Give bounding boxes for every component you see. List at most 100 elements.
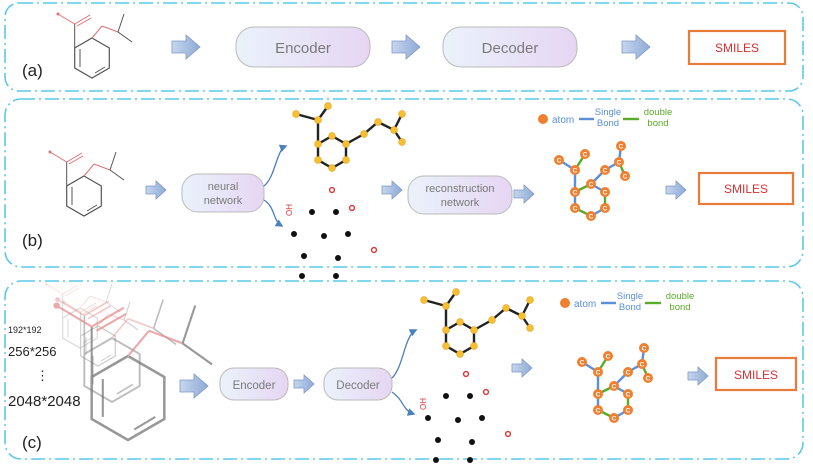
panel-c-atom-dots — [424, 370, 512, 464]
panel-a-decoder-box — [442, 26, 578, 68]
panel-b-legend-single-label-1: Single — [595, 107, 621, 118]
panel-b-legend-single-label-2: Bond — [597, 118, 619, 129]
panel-c-res-256: 256*256 — [8, 344, 56, 359]
panel-b-frame — [4, 98, 804, 268]
graph-atom-node — [600, 187, 610, 197]
graph-atom-node — [577, 357, 587, 367]
panel-c-ellipsis: ⋮ — [36, 368, 49, 383]
graph-atom-node — [637, 359, 647, 369]
panel-b-neural-network-label-1: neural — [208, 181, 239, 193]
panel-c-res-192: 192*192 — [8, 325, 42, 335]
graph-atom-label: C — [573, 168, 578, 175]
graph-atom-label: C — [646, 376, 651, 383]
graph-atom-node — [616, 141, 626, 151]
panel-a-encoder-label: Encoder — [275, 40, 331, 57]
graph-atom-node — [603, 351, 613, 361]
panel-b-arrow-4 — [665, 180, 687, 200]
panel-b-smiles-label: SMILES — [724, 182, 768, 196]
panel-c-encoder-label: Encoder — [233, 380, 276, 392]
panel-c-encoder-box — [219, 367, 289, 401]
graph-atom-label: C — [612, 416, 617, 423]
graph-atom-label: C — [589, 182, 594, 189]
graph-atom-label: C — [612, 384, 617, 391]
panel-c-decoder-box — [323, 367, 393, 401]
graph-atom-node — [600, 165, 610, 175]
panel-c-smiles-box — [714, 356, 798, 392]
graph-atom-label: C — [596, 408, 601, 415]
graph-atom-label: C — [583, 152, 588, 159]
graph-atom-node — [620, 171, 630, 181]
graph-atom-node — [580, 149, 590, 159]
graph-atom-label: C — [573, 206, 578, 213]
panel-c-smiles-label: SMILES — [734, 368, 778, 382]
graph-atom-label: C — [580, 360, 585, 367]
panel-c-arrow-2 — [293, 374, 315, 394]
panel-a-smiles-label: SMILES — [715, 41, 759, 55]
graph-atom-node — [593, 367, 603, 377]
panel-b-oh-label: OH — [285, 204, 294, 216]
panel-a-arrow-2 — [391, 34, 421, 60]
panel-b-reconstruction-label-1: reconstruction — [425, 183, 494, 195]
panel-b-reconstruction-label-2: network — [441, 197, 480, 209]
graph-atom-label: C — [557, 158, 562, 165]
panel-b-neural-network-box — [181, 173, 265, 213]
graph-atom-node — [643, 373, 653, 383]
panel-c-arrow-3 — [511, 358, 533, 378]
panel-c-legend-atom-icon — [560, 298, 570, 308]
panel-b-legend-double-label-1: double — [644, 107, 673, 118]
panel-c-frame — [4, 280, 804, 460]
graph-atom-node — [609, 413, 619, 423]
graph-atom-node — [639, 343, 649, 353]
graph-atom-label: C — [619, 144, 624, 151]
graph-atom-label: C — [606, 354, 611, 361]
panel-b-legend-atom-label: atom — [552, 115, 574, 126]
graph-atom-label: C — [626, 370, 631, 377]
panel-c-decoder-label: Decoder — [336, 380, 380, 392]
panel-c-legend-double-label-2: bond — [669, 302, 690, 313]
panel-b-legend-double-label-2: bond — [647, 118, 668, 129]
graph-atom-node — [623, 367, 633, 377]
panel-a-arrow-1 — [171, 34, 201, 60]
panel-b-arrow-3 — [513, 184, 535, 204]
panel-b-reconstruction-network-box — [407, 175, 513, 215]
graph-atom-label: C — [623, 174, 628, 181]
graph-atom-node — [600, 203, 610, 213]
panel-b-molecule-image — [47, 149, 125, 217]
graph-atom-label: C — [617, 160, 622, 167]
graph-atom-label: C — [573, 190, 578, 197]
panel-c-legend-single-label-1: Single — [617, 291, 643, 302]
graph-atom-label: C — [596, 370, 601, 377]
graph-atom-label: C — [626, 408, 631, 415]
panel-a-frame — [4, 2, 804, 92]
graph-atom-node — [570, 203, 580, 213]
panel-b-branch-up-arrow — [263, 144, 288, 187]
graph-atom-label: C — [642, 346, 647, 353]
graph-atom-node — [586, 179, 596, 189]
panel-a-molecule-image — [55, 11, 133, 79]
panel-b-neural-network-label-2: network — [204, 195, 243, 207]
graph-atom-label: C — [603, 168, 608, 175]
panel-c-legend-atom-label: atom — [574, 299, 596, 310]
panel-b-arrow-2 — [381, 180, 403, 200]
graph-atom-node — [623, 405, 633, 415]
graph-atom-node — [609, 381, 619, 391]
panel-a-decoder-label: Decoder — [482, 40, 539, 57]
graph-atom-node — [570, 165, 580, 175]
panel-c-oh-label: OH — [419, 398, 428, 410]
panel-b-arrow-1 — [145, 180, 167, 200]
panel-b-legend-atom-icon — [538, 114, 548, 124]
panel-c-yellow-skeleton — [419, 287, 535, 359]
graph-atom-node — [586, 211, 596, 221]
panel-c-arrow-4 — [687, 366, 709, 386]
panel-b-branch-down-arrow — [263, 199, 284, 227]
graph-atom-node — [614, 157, 624, 167]
panel-c-label: (c) — [22, 433, 42, 452]
graph-atom-node — [570, 187, 580, 197]
panel-c-legend-double-label-1: double — [666, 291, 695, 302]
panel-a-smiles-box — [687, 29, 787, 66]
graph-atom-label: C — [603, 206, 608, 213]
